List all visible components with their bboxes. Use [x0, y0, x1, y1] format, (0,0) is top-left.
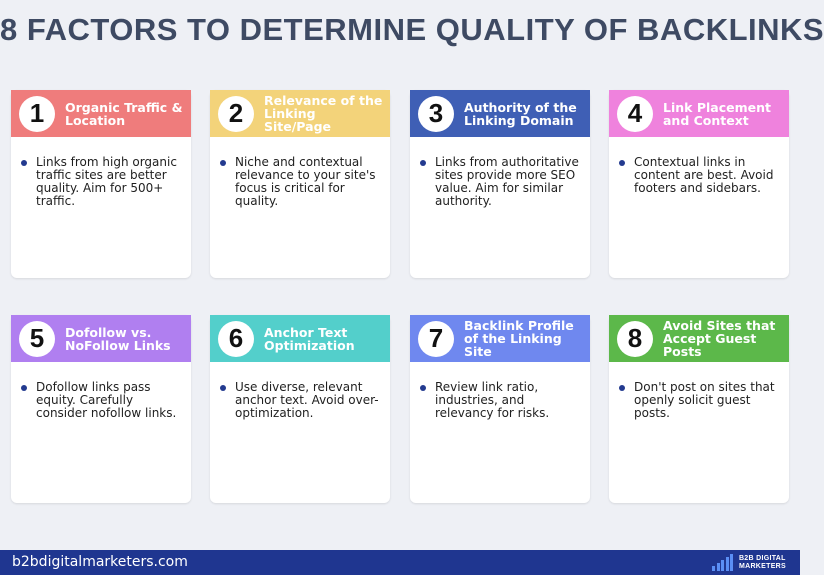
- card-title: Backlink Profile of the Linking Site: [464, 318, 574, 359]
- card-header: 3 Authority of the Linking Domain: [410, 90, 590, 137]
- bar-chart-icon: [712, 553, 735, 571]
- card-header: 2 Relevance of the Linking Site/Page: [210, 90, 390, 137]
- card-title: Link Placement and Context: [663, 99, 771, 128]
- factor-card-2: 2 Relevance of the Linking Site/Page Nic…: [210, 90, 390, 278]
- factor-card-8: 8 Avoid Sites that Accept Guest Posts Do…: [609, 315, 789, 503]
- logo-text: B2B DIGITAL MARKETERS: [739, 555, 786, 571]
- card-title: Dofollow vs. NoFollow Links: [65, 324, 171, 353]
- card-number-badge: 7: [418, 320, 454, 357]
- card-body: Links from authoritative sites provide m…: [410, 137, 590, 208]
- card-text: Links from authoritative sites provide m…: [435, 155, 579, 208]
- card-text: Niche and contextual relevance to your s…: [235, 155, 376, 208]
- bullet-icon: [220, 385, 226, 391]
- card-header: 7 Backlink Profile of the Linking Site: [410, 315, 590, 362]
- factor-card-6: 6 Anchor Text Optimization Use diverse, …: [210, 315, 390, 503]
- factor-card-7: 7 Backlink Profile of the Linking Site R…: [410, 315, 590, 503]
- card-title: Avoid Sites that Accept Guest Posts: [663, 318, 776, 359]
- card-title: Relevance of the Linking Site/Page: [264, 93, 383, 134]
- card-header: 5 Dofollow vs. NoFollow Links: [11, 315, 191, 362]
- card-body: Review link ratio, industries, and relev…: [410, 362, 590, 420]
- bullet-icon: [21, 385, 27, 391]
- card-text: Use diverse, relevant anchor text. Avoid…: [235, 380, 379, 420]
- card-body: Use diverse, relevant anchor text. Avoid…: [210, 362, 390, 420]
- card-body: Don't post on sites that openly solicit …: [609, 362, 789, 420]
- card-body: Contextual links in content are best. Av…: [609, 137, 789, 195]
- card-header: 6 Anchor Text Optimization: [210, 315, 390, 362]
- card-body: Dofollow links pass equity. Carefully co…: [11, 362, 191, 420]
- card-text: Dofollow links pass equity. Carefully co…: [36, 380, 177, 420]
- factor-card-3: 3 Authority of the Linking Domain Links …: [410, 90, 590, 278]
- logo-line-2: MARKETERS: [738, 563, 786, 570]
- bullet-icon: [619, 385, 625, 391]
- card-text: Links from high organic traffic sites ar…: [36, 155, 177, 208]
- footer-url-link[interactable]: b2bdigitalmarketers.com: [12, 554, 188, 570]
- card-number-badge: 1: [19, 95, 55, 132]
- card-number-badge: 8: [617, 320, 653, 357]
- card-number-badge: 3: [418, 95, 454, 132]
- card-number-badge: 5: [19, 320, 55, 357]
- brand-logo: B2B DIGITAL MARKETERS: [712, 553, 786, 571]
- bullet-icon: [420, 160, 426, 166]
- bullet-icon: [420, 385, 426, 391]
- factor-card-4: 4 Link Placement and Context Contextual …: [609, 90, 789, 278]
- card-body: Niche and contextual relevance to your s…: [210, 137, 390, 208]
- card-body: Links from high organic traffic sites ar…: [11, 137, 191, 208]
- card-title: Organic Traffic & Location: [65, 99, 183, 128]
- card-header: 1 Organic Traffic & Location: [11, 90, 191, 137]
- card-text: Don't post on sites that openly solicit …: [634, 380, 775, 420]
- card-title: Authority of the Linking Domain: [464, 99, 577, 128]
- bullet-icon: [619, 160, 625, 166]
- factor-card-5: 5 Dofollow vs. NoFollow Links Dofollow l…: [11, 315, 191, 503]
- card-title: Anchor Text Optimization: [264, 324, 355, 353]
- card-text: Review link ratio, industries, and relev…: [435, 380, 550, 420]
- logo-line-1: B2B DIGITAL: [738, 555, 786, 562]
- card-header: 4 Link Placement and Context: [609, 90, 789, 137]
- bullet-icon: [21, 160, 27, 166]
- factor-card-1: 1 Organic Traffic & Location Links from …: [11, 90, 191, 278]
- card-number-badge: 2: [218, 95, 254, 132]
- page-title: 8 FACTORS TO DETERMINE QUALITY OF BACKLI…: [0, 12, 824, 47]
- card-number-badge: 4: [617, 95, 653, 132]
- footer-bar: b2bdigitalmarketers.com B2B DIGITAL MARK…: [0, 550, 800, 575]
- card-header: 8 Avoid Sites that Accept Guest Posts: [609, 315, 789, 362]
- card-number-badge: 6: [218, 320, 254, 357]
- bullet-icon: [220, 160, 226, 166]
- card-text: Contextual links in content are best. Av…: [634, 155, 774, 195]
